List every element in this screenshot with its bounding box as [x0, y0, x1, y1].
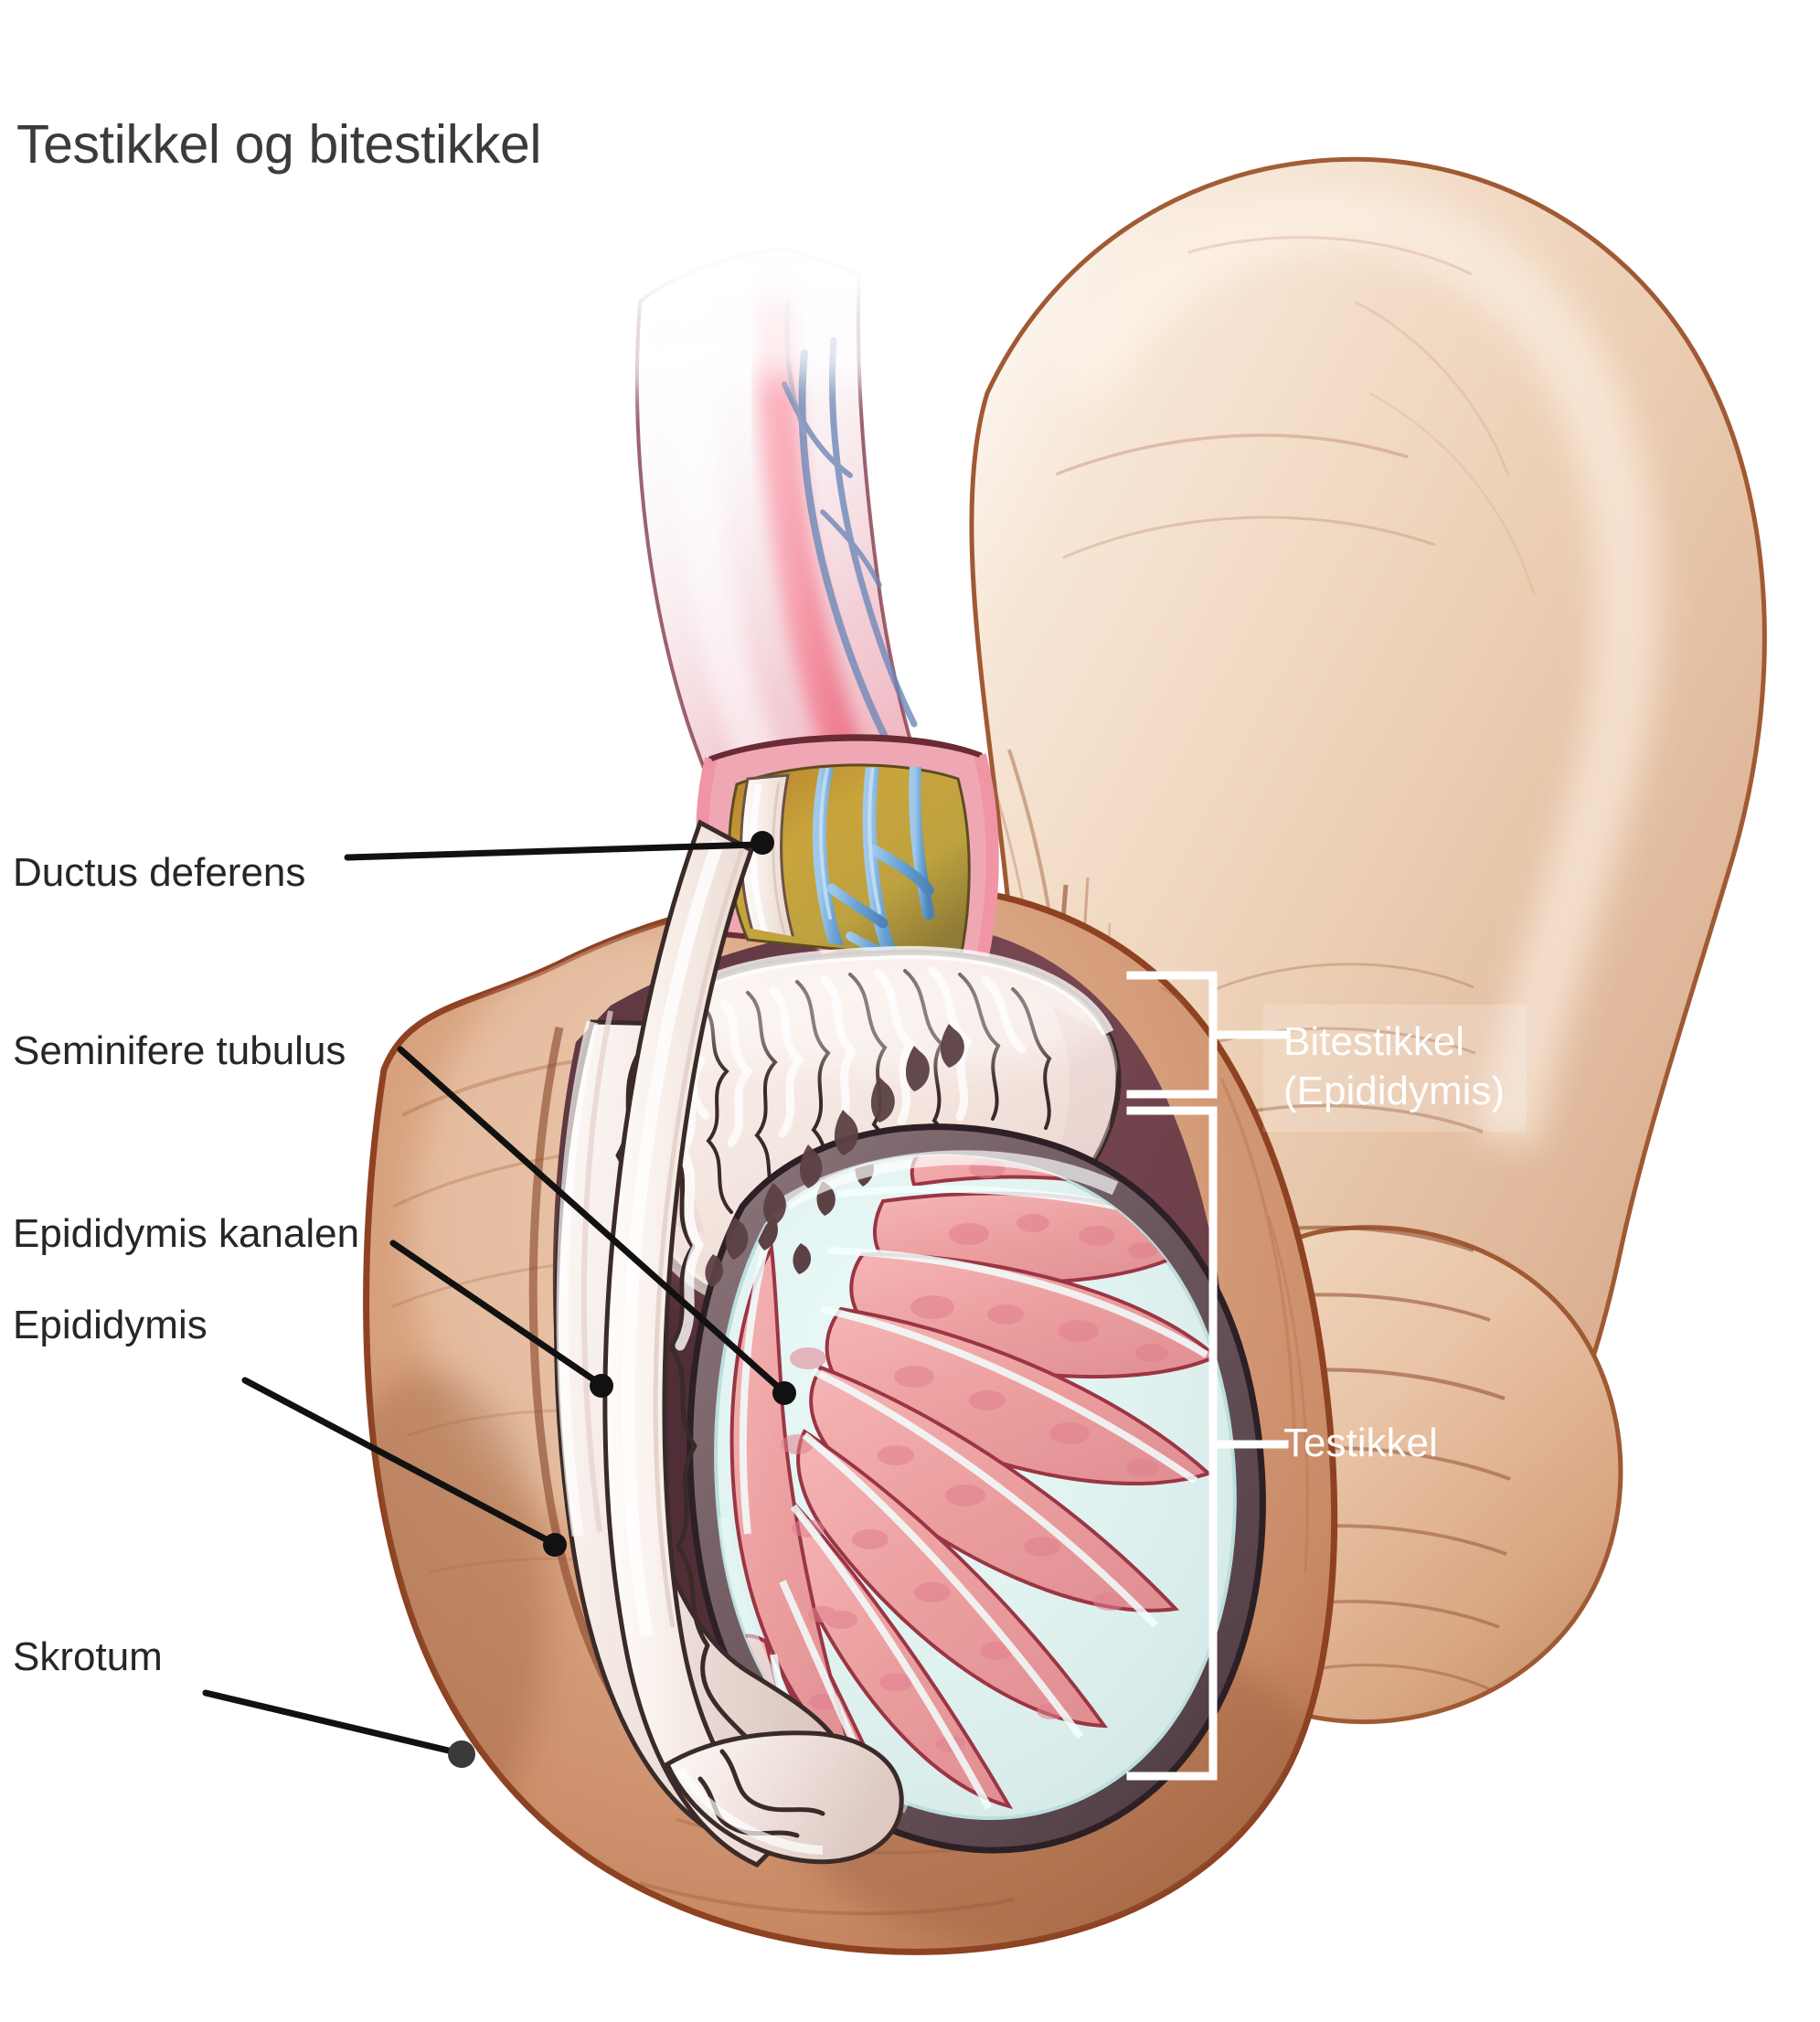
leader-lines — [202, 841, 782, 1756]
marker-skrotum — [448, 1740, 475, 1768]
page-title: Testikkel og bitestikkel — [16, 114, 542, 175]
cord-rim-top — [709, 734, 982, 761]
cord-top-fade-2 — [585, 165, 914, 302]
label-skrotum: Skrotum — [13, 1634, 163, 1679]
callout-bitestikkel-line1: Bitestikkel — [1283, 1019, 1465, 1064]
tail-coils — [697, 1749, 825, 1838]
tubule-mottle — [781, 1158, 1168, 1752]
duct-envelope-shade — [580, 1010, 613, 1533]
callout-brackets — [1126, 971, 1289, 1781]
callout-testikkel: Testikkel — [1283, 1421, 1438, 1465]
mediastinum-cluster — [705, 1024, 964, 1287]
label-epididymis: Epididymis — [13, 1303, 208, 1347]
duct-envelope-highlight — [556, 1020, 599, 1537]
leader-seminifere-tubulus — [397, 1046, 782, 1391]
testis-group — [686, 1123, 1266, 1854]
bracket-bitestikkel — [1126, 971, 1289, 1099]
shaft-wrinkles — [1052, 236, 1536, 595]
vas-deferens-shade — [653, 847, 745, 1628]
shaft-highlight — [1050, 186, 1659, 1149]
spermatic-cord-group — [585, 165, 999, 969]
leader-epididymis-kanalen — [389, 1240, 600, 1385]
marker-seminifere-tubulus — [772, 1381, 796, 1405]
leader-ductus-deferens — [344, 841, 761, 861]
epididymis-tail — [664, 1730, 904, 1865]
vas-deferens-limb — [602, 819, 793, 1868]
cord-rim-right — [974, 753, 999, 962]
leader-markers — [448, 831, 796, 1768]
epididymis-tail-outline — [664, 1730, 904, 1865]
leader-skrotum — [202, 1689, 460, 1756]
marker-epididymis-kanalen — [590, 1374, 613, 1398]
leader-epididymis — [241, 1377, 553, 1545]
label-seminifere-tubulus: Seminifere tubulus — [13, 1028, 346, 1073]
label-ductus-deferens: Ductus deferens — [13, 850, 306, 895]
callout-bitestikkel: Bitestikkel (Epididymis) — [1263, 1005, 1527, 1133]
marker-ductus-deferens — [750, 831, 774, 855]
callout-bitestikkel-line2: (Epididymis) — [1283, 1068, 1506, 1113]
marker-epididymis — [543, 1533, 567, 1557]
epididymis-head-rim — [674, 945, 1114, 1037]
cord-vessels-upper — [782, 299, 918, 748]
tunica-highlight — [782, 1150, 1119, 1209]
tail-highlight — [676, 1767, 824, 1855]
label-epididymis-kanalen: Epididymis kanalen — [13, 1211, 360, 1256]
vas-deferens-highlight — [622, 838, 725, 1638]
bracket-testikkel — [1126, 1106, 1289, 1781]
